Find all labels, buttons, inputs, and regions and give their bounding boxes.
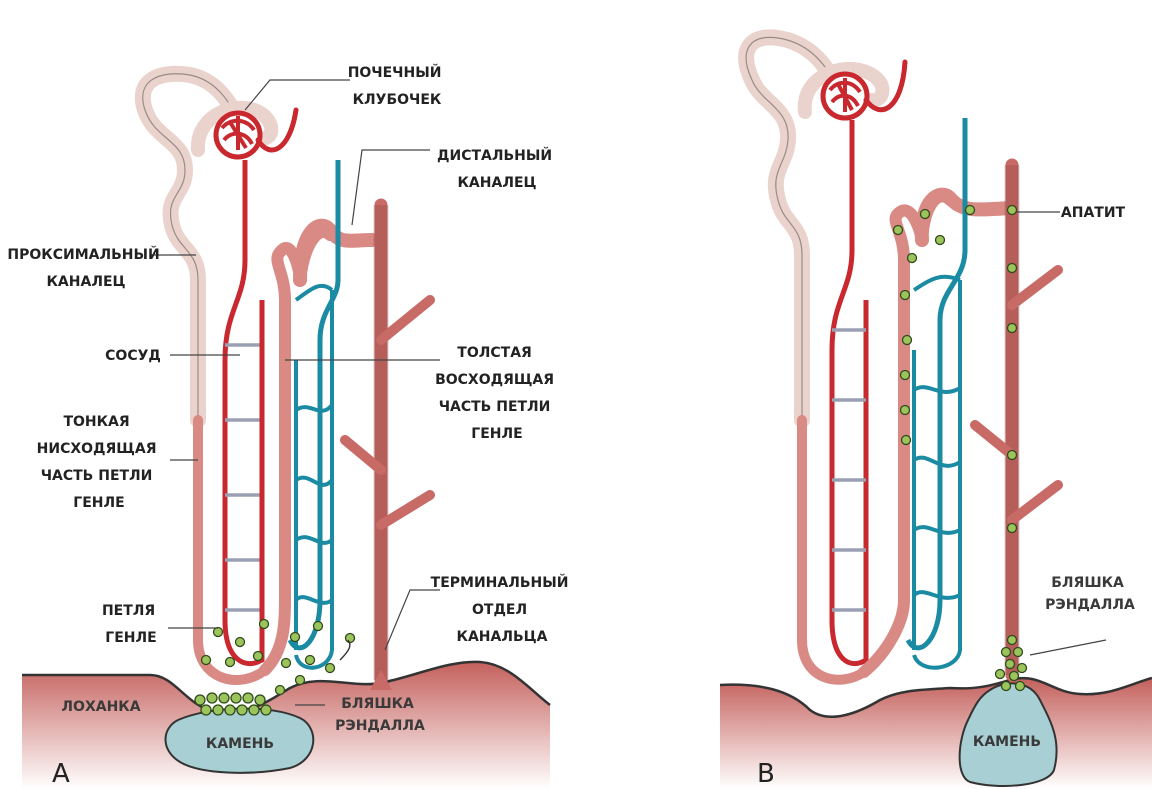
label-pelvis-a: ЛОХАНКА — [61, 699, 140, 715]
label-distal-tubule-a: ДИСТАЛЬНЫЙ КАНАЛЕЦ — [437, 147, 557, 191]
thick-ascending-limb-b — [864, 196, 950, 672]
label-glomerulus-a: ПОЧЕЧНЫЙ КЛУБОЧЕК — [348, 64, 447, 108]
vein-ladder-b — [914, 277, 960, 668]
label-terminal-a: ТЕРМИНАЛЬНЫЙ ОТДЕЛ КАНАЛЬЦА — [431, 574, 574, 645]
capillary-ladder-a — [225, 345, 262, 610]
panel-a: ПОЧЕЧНЫЙ КЛУБОЧЕК ДИСТАЛЬНЫЙ КАНАЛЕЦ ПРО… — [7, 64, 573, 789]
panel-b: АПАТИТ БЛЯШКА РЭНДАЛЛА КАМЕНЬ B — [720, 37, 1152, 789]
label-thick-ascending-a: ТОЛСТАЯ ВОСХОДЯЩАЯ ЧАСТЬ ПЕТЛИ ГЕНЛЕ — [435, 345, 559, 442]
panel-letter-b: B — [757, 759, 775, 789]
label-plaque-b: БЛЯШКА РЭНДАЛЛА — [1045, 575, 1135, 613]
label-apatite-b: АПАТИТ — [1061, 205, 1126, 221]
label-loop-a: ПЕТЛЯ ГЕНЛЕ — [102, 603, 160, 646]
label-vessel-a: СОСУД — [105, 348, 161, 364]
label-thin-descending-a: ТОНКАЯ НИСХОДЯЩАЯ ЧАСТЬ ПЕТЛИ ГЕНЛЕ — [37, 414, 162, 511]
glomerulus-a — [216, 113, 260, 157]
label-stone-a: КАМЕНЬ — [206, 736, 274, 752]
label-stone-b: КАМЕНЬ — [973, 734, 1041, 750]
label-proximal-tubule-a: ПРОКСИМАЛЬНЫЙ КАНАЛЕЦ — [7, 246, 164, 290]
artery-vessel-b — [832, 120, 866, 664]
artery-vessel-a — [225, 160, 262, 664]
panel-letter-a: A — [52, 759, 70, 789]
thin-descending-limb-a — [198, 420, 265, 680]
vein-ladder-a — [296, 286, 332, 668]
glomerulus-b — [823, 74, 867, 118]
capillary-ladder-b — [832, 330, 866, 610]
